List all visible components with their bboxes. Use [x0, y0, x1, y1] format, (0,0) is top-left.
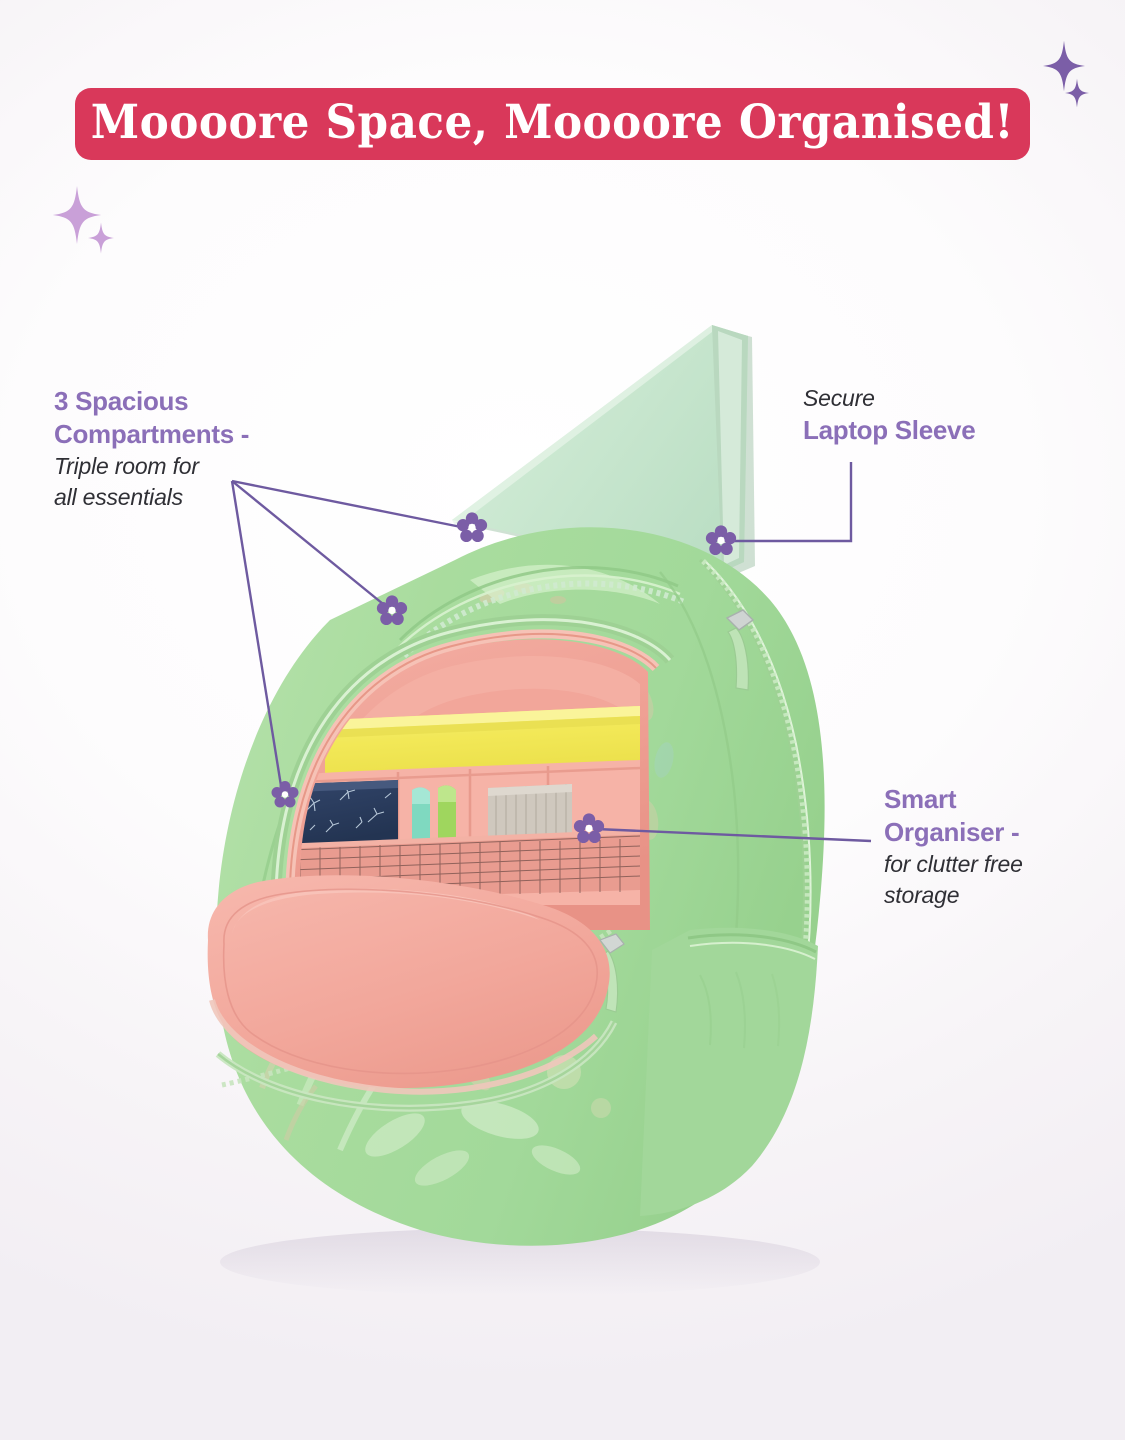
callout-compartments-title-line2: Compartments - — [54, 419, 250, 449]
sparkle-icon — [1065, 78, 1089, 108]
callout-organiser-title-line1: Smart — [884, 784, 957, 814]
callout-organiser-sub-line2: storage — [884, 882, 960, 908]
flower-icon — [456, 512, 488, 542]
callout-laptop-title: Laptop Sleeve — [803, 415, 976, 445]
callout-compartments-sub-line1: Triple room for — [54, 453, 199, 479]
flower-marker-group — [271, 512, 737, 843]
sparkle-icon — [1043, 40, 1085, 92]
laptop-illustration — [452, 325, 755, 580]
pencil-case — [488, 784, 572, 840]
callout-compartments-title-line1: 3 Spacious — [54, 386, 189, 416]
front-flap — [207, 875, 618, 1112]
flower-icon — [573, 813, 605, 843]
flower-icon — [271, 781, 299, 808]
sparkle-icon — [52, 186, 102, 244]
callout-compartments: 3 Spacious Compartments - Triple room fo… — [54, 385, 354, 513]
navy-notebook — [300, 780, 398, 845]
callout-compartments-sub-line2: all essentials — [54, 484, 183, 510]
headline-text: Moooore Space, Moooore Organised! — [90, 94, 1015, 150]
callout-laptop-sub: Secure — [803, 385, 875, 411]
callout-organiser-sub-line1: for clutter free — [884, 851, 1023, 877]
callout-laptop-sleeve: Secure Laptop Sleeve — [803, 383, 1053, 447]
sparkle-icon — [88, 222, 114, 254]
backpack-interior — [270, 614, 675, 930]
flower-icon — [705, 525, 737, 555]
flower-icon — [376, 595, 408, 625]
zipper-pull-icon — [725, 609, 755, 691]
callout-organiser-title-line2: Organiser - — [884, 817, 1020, 847]
headline-banner: Moooore Space, Moooore Organised! — [75, 88, 1030, 160]
callout-smart-organiser: Smart Organiser - for clutter free stora… — [884, 783, 1114, 911]
